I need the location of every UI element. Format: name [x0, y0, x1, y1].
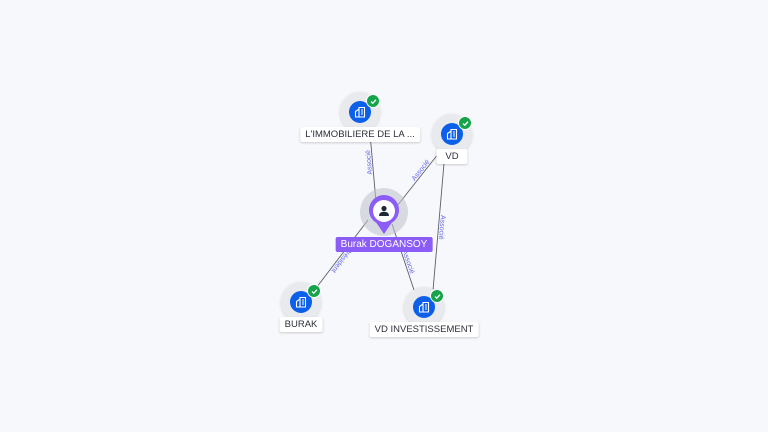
verified-check-icon: [366, 94, 380, 108]
verified-check-icon: [458, 116, 472, 130]
edge-label: Associé: [365, 150, 374, 175]
edge-label: Associé: [437, 215, 446, 240]
node-label: L'IMMOBILIERE DE LA ...: [300, 127, 420, 142]
node-label: BURAK: [279, 317, 323, 332]
verified-check-icon: [307, 284, 321, 298]
node-label: VD: [436, 149, 468, 164]
node-label: Burak DOGANSOY: [335, 237, 433, 252]
company-building-icon: [290, 291, 312, 313]
person-icon: [369, 195, 399, 234]
company-building-icon: [349, 101, 371, 123]
company-building-icon: [441, 123, 463, 145]
verified-check-icon: [430, 289, 444, 303]
node-label: VD INVESTISSEMENT: [369, 322, 479, 337]
company-building-icon: [413, 296, 435, 318]
